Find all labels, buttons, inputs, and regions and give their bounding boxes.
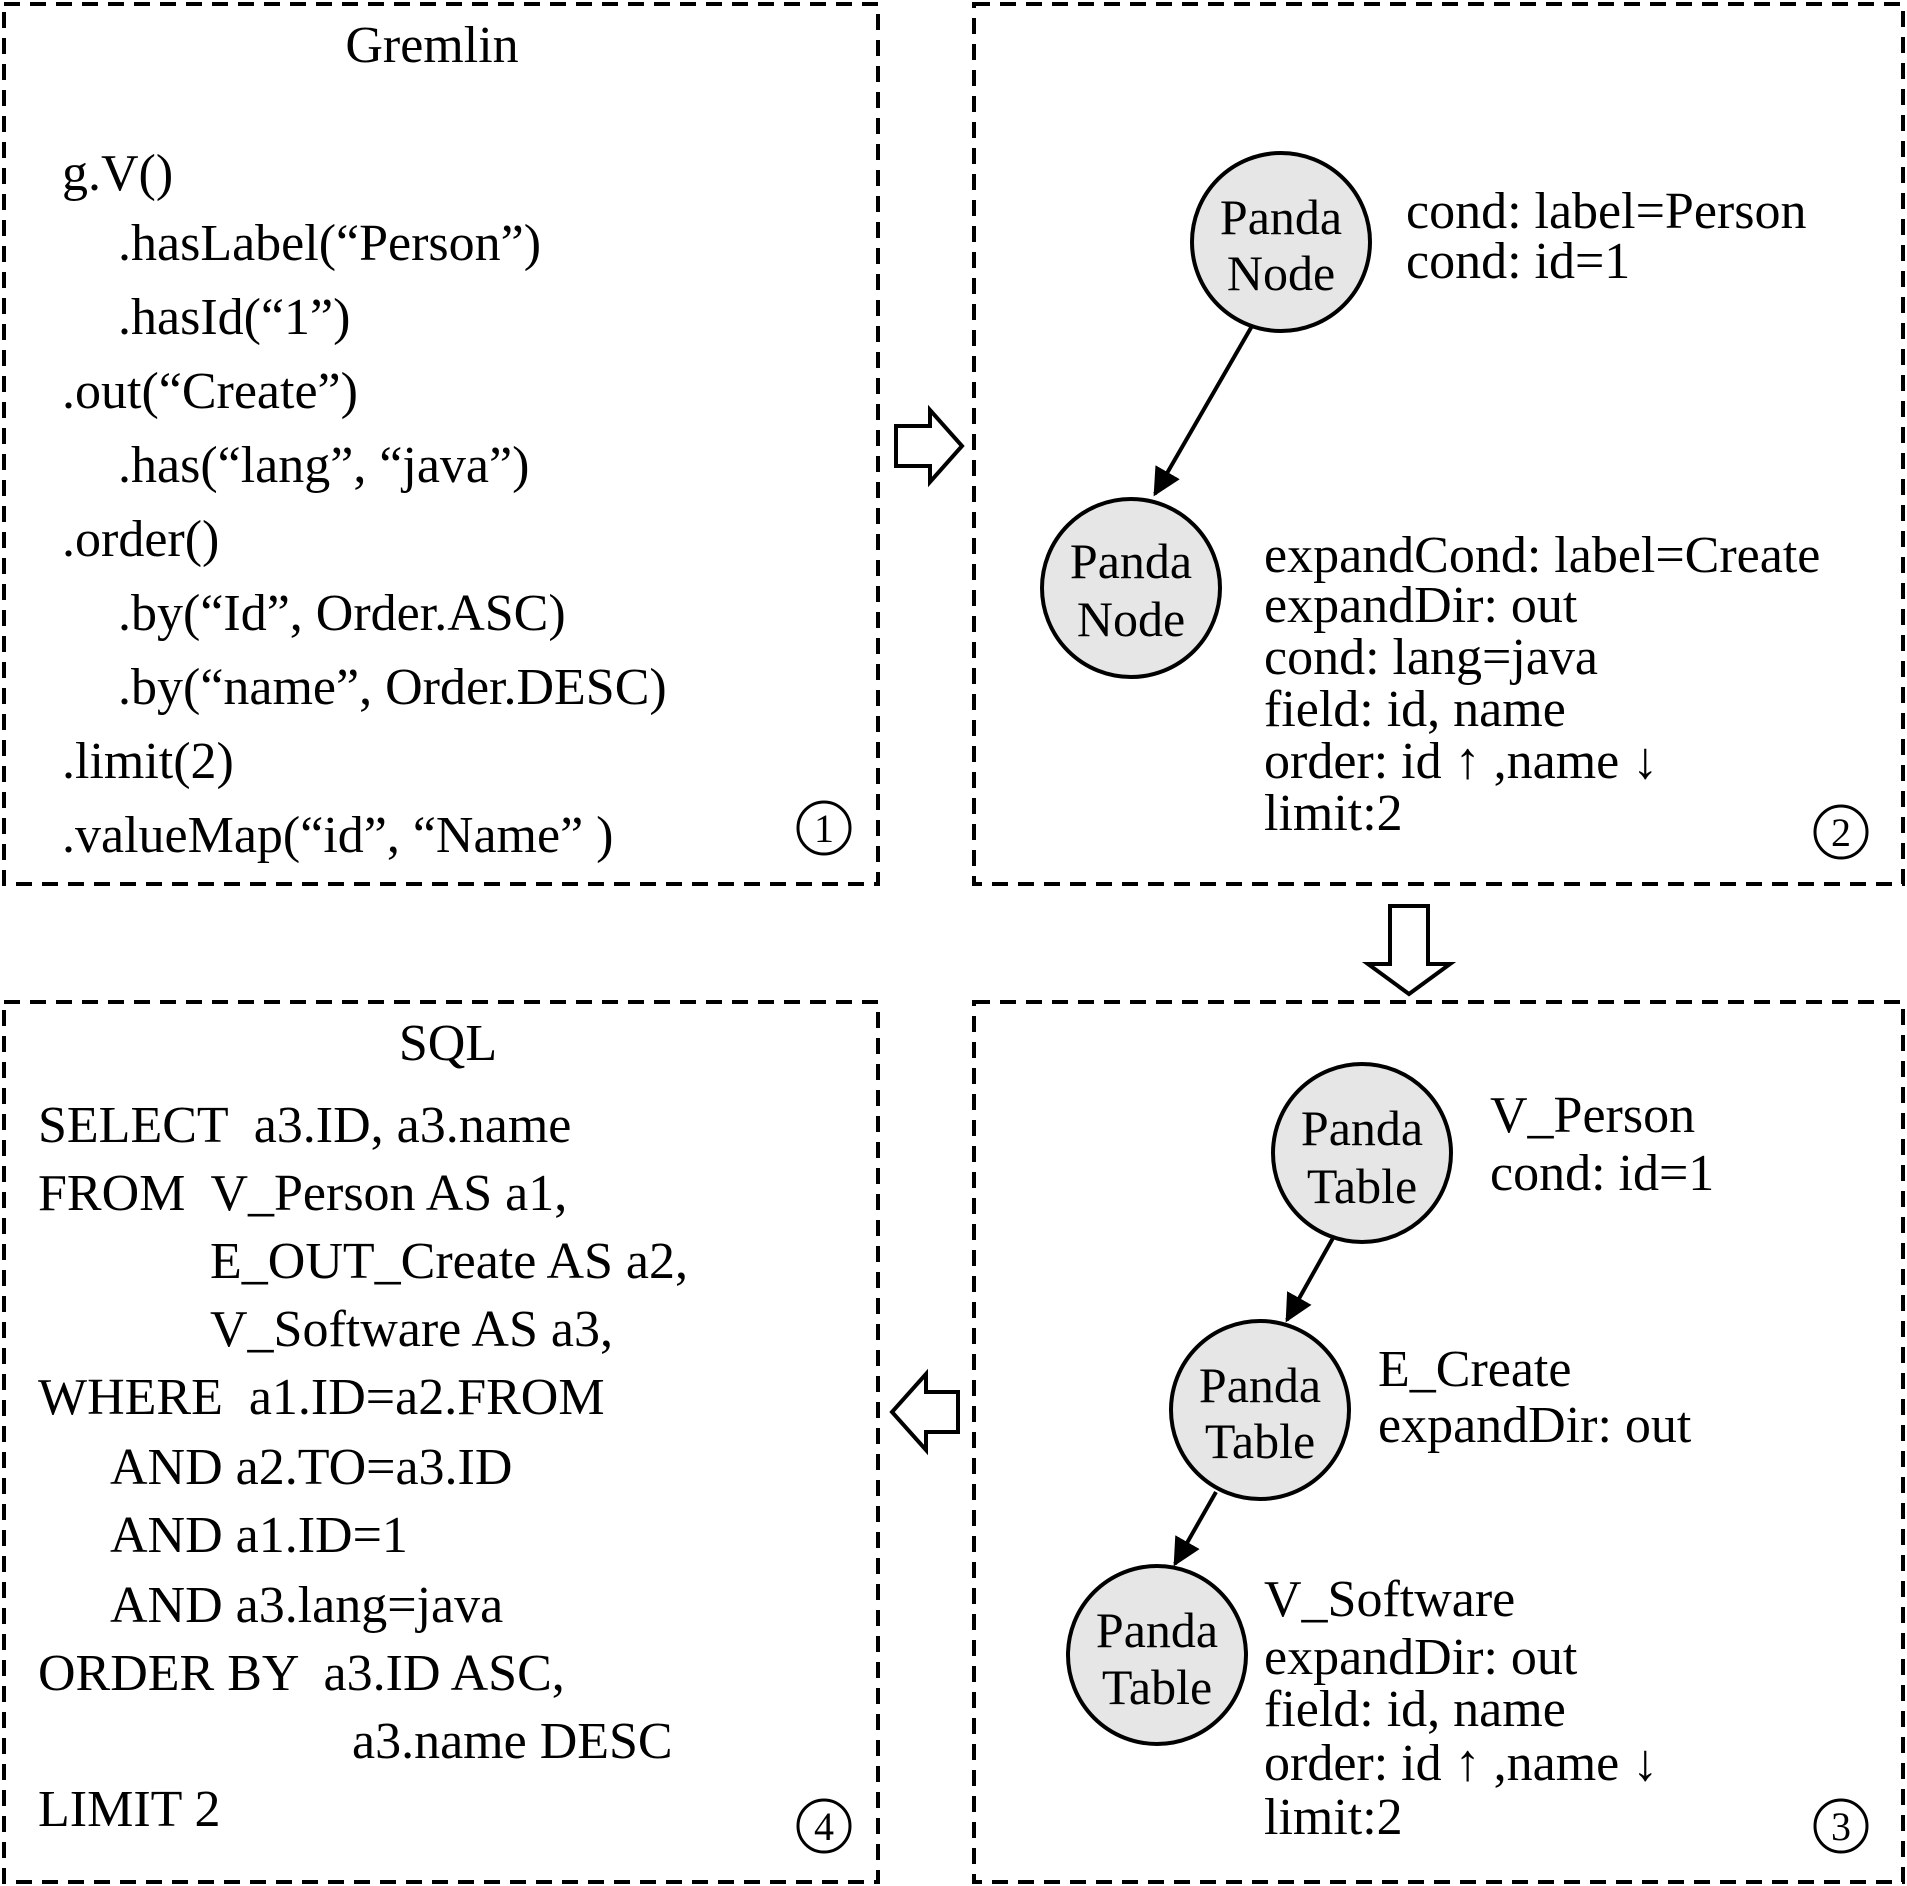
flow-arrow-down-icon [1361,904,1457,997]
step-badge-1: 1 [796,800,852,856]
flow-arrow-left-icon [889,1368,960,1456]
panel-sql-title: SQL [399,1015,497,1072]
panel-gremlin-title: Gremlin [345,17,518,74]
panda-node-top-label-1: Panda [1220,189,1342,245]
step-badge-3: 3 [1813,1798,1869,1854]
table-prop: expandDir: out [1378,1397,1692,1454]
edge-arrow [1285,1237,1335,1323]
gremlin-line: .hasLabel(“Person”) [118,215,541,272]
flow-arrow-right-icon [894,404,965,488]
step-badge-2: 2 [1813,804,1869,860]
step-badge-3-number: 3 [1831,1804,1851,1849]
node-prop: expandCond: label=Create [1264,527,1820,584]
panda-node-top-label-2: Node [1227,245,1335,301]
sql-line: E_OUT_Create AS a2, [210,1233,688,1290]
panel-gremlin: Gremlin g.V() .hasLabel(“Person”) .hasId… [2,2,880,886]
gremlin-line: .limit(2) [62,733,234,790]
table-prop: V_Software [1264,1571,1515,1628]
panda-node-bottom-label-2: Node [1077,591,1185,647]
sql-line: V_Software AS a3, [210,1301,613,1358]
node-prop: cond: id=1 [1406,233,1630,290]
panda-table-software: Panda Table [1066,1564,1248,1746]
panda-table-software-label-2: Table [1102,1659,1212,1715]
node-prop: limit:2 [1264,785,1403,842]
panel-panda-node-graph: Panda Node cond: label=Person cond: id=1… [972,2,1905,886]
panda-table-create: Panda Table [1169,1319,1351,1501]
gremlin-line: g.V() [62,145,173,202]
edge-arrow [1173,1491,1218,1567]
panda-table-create-label-1: Panda [1199,1357,1321,1413]
node-prop: expandDir: out [1264,577,1578,634]
panel-sql-border [2,1000,880,1884]
panda-table-create-label-2: Table [1205,1413,1315,1469]
table-prop: cond: id=1 [1490,1145,1714,1202]
gremlin-line: .order() [62,511,219,568]
step-badge-4-number: 4 [814,1804,834,1849]
panda-node-bottom: Panda Node [1040,497,1222,679]
panel-panda-node-border [972,2,1905,886]
step-badge-4: 4 [796,1798,852,1854]
node-prop: cond: label=Person [1406,183,1806,240]
node-prop: field: id, name [1264,681,1566,738]
table-prop: order: id ↑ ,name ↓ [1264,1735,1658,1792]
sql-line: FROM V_Person AS a1, [38,1165,567,1222]
edge-arrow [1153,324,1254,497]
panel-panda-table-graph: Panda Table V_Person cond: id=1 Panda Ta… [972,1000,1905,1884]
table-prop: expandDir: out [1264,1629,1578,1686]
table-prop: limit:2 [1264,1789,1403,1846]
sql-line: LIMIT 2 [38,1781,220,1838]
gremlin-line: .hasId(“1”) [118,289,350,346]
table-prop: V_Person [1490,1087,1695,1144]
panel-panda-table-border [972,1000,1905,1884]
node-prop: cond: lang=java [1264,629,1598,686]
sql-line: AND a3.lang=java [110,1577,503,1634]
sql-line: SELECT a3.ID, a3.name [38,1097,571,1154]
table-prop: E_Create [1378,1341,1571,1398]
gremlin-line: .valueMap(“id”, “Name” ) [62,807,613,864]
table-prop: field: id, name [1264,1681,1566,1738]
sql-line: a3.name DESC [352,1713,673,1770]
step-badge-2-number: 2 [1831,810,1851,855]
panel-gremlin-border [2,2,880,886]
gremlin-line: .by(“Id”, Order.ASC) [118,585,566,642]
panda-table-person: Panda Table [1271,1062,1453,1244]
sql-line: ORDER BY a3.ID ASC, [38,1645,565,1702]
panda-table-software-label-1: Panda [1096,1602,1218,1658]
gremlin-line: .out(“Create”) [62,363,358,420]
gremlin-line: .by(“name”, Order.DESC) [118,659,667,716]
sql-line: AND a1.ID=1 [110,1507,408,1564]
panda-node-top: Panda Node [1190,151,1372,333]
sql-line: AND a2.TO=a3.ID [110,1439,512,1496]
panel-sql: SQL SELECT a3.ID, a3.name FROM V_Person … [2,1000,880,1884]
node-prop: order: id ↑ ,name ↓ [1264,733,1658,790]
panda-table-person-label-1: Panda [1301,1100,1423,1156]
gremlin-line: .has(“lang”, “java”) [118,437,529,494]
panda-table-person-label-2: Table [1307,1158,1417,1214]
step-badge-1-number: 1 [814,806,834,851]
sql-line: WHERE a1.ID=a2.FROM [38,1369,605,1426]
panda-node-bottom-label-1: Panda [1070,533,1192,589]
